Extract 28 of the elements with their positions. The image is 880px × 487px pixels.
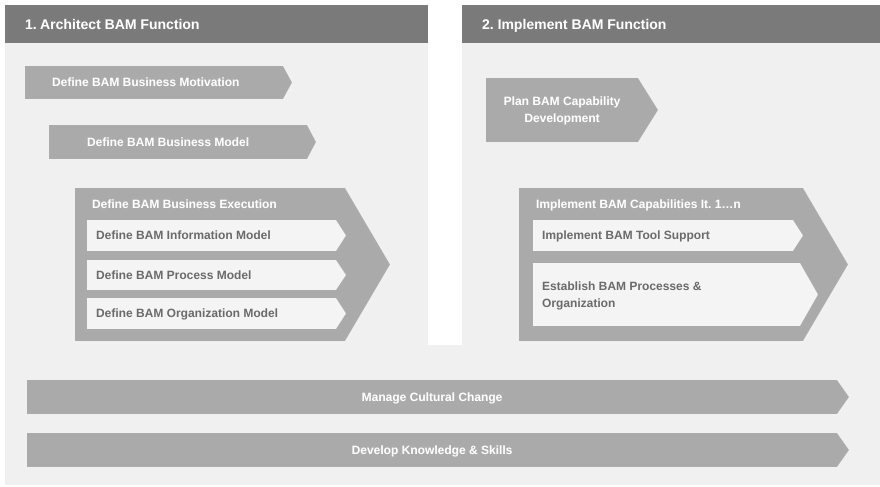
process-step (27, 433, 849, 467)
process-step (87, 220, 346, 251)
step-label: Implement BAM Tool Support (541, 227, 711, 244)
process-step (87, 298, 346, 329)
step-label: Plan BAM Capability Development (502, 93, 622, 127)
process-step (27, 380, 849, 414)
step-label: Define BAM Business Execution (91, 196, 278, 213)
process-step (533, 220, 803, 251)
step-label: Develop Knowledge & Skills (352, 442, 514, 458)
step-label: Implement BAM Capabilities It. 1…n (535, 196, 742, 213)
step-label: Manage Cultural Change (362, 388, 504, 406)
process-step (25, 66, 292, 99)
step-label: Define BAM Business Motivation (51, 74, 240, 91)
phase-panel (5, 5, 428, 345)
step-label: Define BAM Organization Model (95, 305, 280, 322)
process-step (533, 263, 818, 326)
step-label: Define BAM Information Model (95, 227, 272, 244)
step-label: Define BAM Business Model (86, 134, 250, 150)
panel-heading: 1. Architect BAM Function (5, 5, 428, 43)
process-group (75, 188, 390, 341)
phase-panel (462, 5, 880, 345)
process-step (49, 125, 316, 159)
process-step (486, 78, 658, 142)
step-label: Establish BAM Processes & Organization (541, 278, 702, 312)
step-label: Define BAM Process Model (95, 266, 252, 284)
panel-heading: 2. Implement BAM Function (462, 5, 880, 43)
process-group (519, 188, 848, 341)
process-step (87, 260, 346, 290)
